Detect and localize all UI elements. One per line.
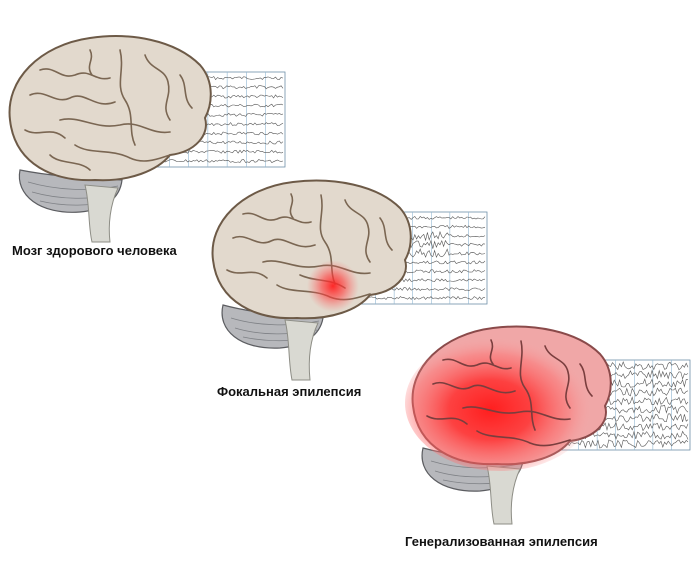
eeg-trace	[358, 295, 486, 300]
eeg-trace	[151, 159, 284, 163]
eeg-trace	[561, 439, 689, 449]
brain-generalized-svg	[405, 325, 691, 525]
seizure-focus-icon	[307, 260, 359, 312]
brain-icon	[8, 35, 212, 182]
panel-focal	[205, 170, 500, 385]
caption-focal: Фокальная эпилепсия	[217, 384, 362, 399]
seizure-generalized-icon	[405, 335, 595, 471]
brain-stem	[284, 319, 319, 381]
caption-healthy: Мозг здорового человека	[12, 243, 177, 258]
panel-healthy	[0, 20, 300, 245]
panel-generalized	[405, 318, 700, 528]
brain-healthy-svg	[8, 35, 286, 243]
sulci	[426, 339, 593, 447]
caption-generalized: Генерализованная эпилепсия	[405, 534, 598, 549]
brain-stem	[486, 465, 521, 525]
brain-focal-svg	[211, 179, 488, 381]
brain-stem	[84, 184, 119, 243]
sulci	[24, 49, 193, 171]
